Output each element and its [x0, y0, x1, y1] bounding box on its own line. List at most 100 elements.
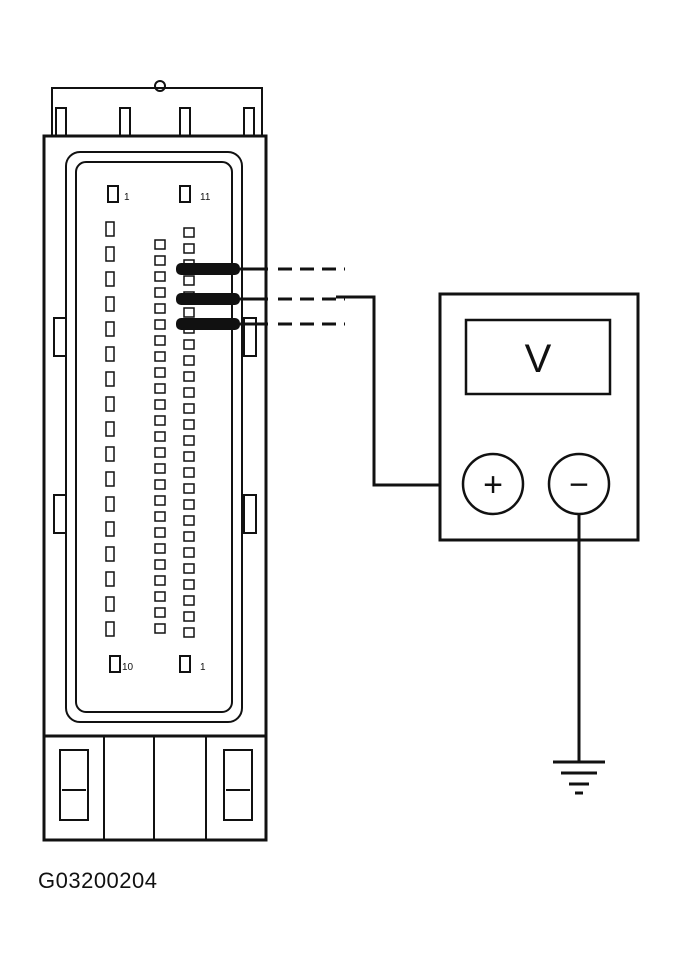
connector-pin: [154, 511, 166, 522]
connector-pin: [183, 227, 195, 238]
connector-pin: [183, 547, 195, 558]
connector-pin: [154, 543, 166, 554]
connector-pin: [183, 419, 195, 430]
connector-pin: [105, 621, 115, 637]
connector-pin: [183, 499, 195, 510]
bracket-tab: [55, 107, 67, 137]
connector-pin: [105, 471, 115, 487]
test-probe: [176, 263, 345, 275]
connector-pin: [105, 271, 115, 287]
connector-pin: [154, 479, 166, 490]
connector-pin: [154, 559, 166, 570]
connector-pin: [154, 383, 166, 394]
connector-pin: [154, 367, 166, 378]
connector-pin: [154, 399, 166, 410]
connector-end-pin: [107, 185, 119, 203]
pin-label-top-right: 11: [200, 192, 211, 203]
connector-pin: [183, 371, 195, 382]
connector-pin: [183, 387, 195, 398]
connector-pin: [183, 579, 195, 590]
voltmeter: V + −: [438, 292, 640, 542]
positive-terminal: [461, 452, 525, 516]
connector-pin: [183, 595, 195, 606]
test-probes: [176, 263, 345, 330]
connector-pin: [183, 515, 195, 526]
figure-code: G03200204: [38, 868, 158, 893]
connector-pin: [154, 495, 166, 506]
connector-pin: [183, 243, 195, 254]
bracket-tab: [179, 107, 191, 137]
side-clip: [53, 317, 67, 357]
connector-pin: [105, 371, 115, 387]
bracket-tab: [243, 107, 255, 137]
side-clip: [53, 494, 67, 534]
connector-pin: [105, 571, 115, 587]
connector-pin: [154, 447, 166, 458]
connector-pin: [183, 403, 195, 414]
connector-end-pin: [179, 185, 191, 203]
connector-pin: [154, 607, 166, 618]
connector-frame: [65, 151, 243, 723]
connector-pin: [183, 483, 195, 494]
connector-end-pin: [179, 655, 191, 673]
connector-pin: [183, 627, 195, 638]
harness-latch: [59, 749, 89, 821]
connector-pins: [105, 185, 195, 673]
connector-pin: [105, 521, 115, 537]
connector-pin: [154, 319, 166, 330]
connector-pin: [154, 255, 166, 266]
connector-pin-field: [75, 161, 233, 713]
connector-pin: [105, 346, 115, 362]
pin-label-bottom-left: 10: [122, 662, 134, 673]
connector-pin: [105, 546, 115, 562]
connector-pin: [183, 307, 195, 318]
connector-pin: [154, 287, 166, 298]
connector-pin: [105, 421, 115, 437]
connector-pin: [154, 463, 166, 474]
connector-pin: [183, 435, 195, 446]
connector-pin: [154, 415, 166, 426]
side-clip: [243, 494, 257, 534]
connector-pin: [105, 246, 115, 262]
connector-pin: [154, 527, 166, 538]
mounting-bracket: [51, 87, 263, 135]
connector-pin: [105, 446, 115, 462]
connector-end-pin: [109, 655, 121, 673]
ground-icon: [553, 760, 605, 795]
connector-pin: [183, 531, 195, 542]
connector-pin: [154, 351, 166, 362]
pin-label-bottom-right: 1: [200, 662, 206, 673]
bracket-screw-icon: [154, 80, 166, 92]
side-clip: [243, 317, 257, 357]
harness-latch: [223, 749, 253, 821]
bracket-tab: [119, 107, 131, 137]
voltmeter-unit-label: V: [525, 337, 552, 381]
connector-pin: [154, 575, 166, 586]
connector-pin: [183, 275, 195, 286]
connector-pin: [154, 591, 166, 602]
test-probe: [176, 293, 345, 305]
connector-pin: [105, 596, 115, 612]
connector-pin: [105, 221, 115, 237]
connector-pin: [183, 355, 195, 366]
positive-lead-wire: [336, 295, 465, 487]
connector-pin: [183, 339, 195, 350]
connector-pin: [154, 623, 166, 634]
connector-pin: [154, 271, 166, 282]
pin-label-top-left: 1: [124, 192, 130, 203]
connector-pin: [183, 611, 195, 622]
negative-terminal-symbol: −: [569, 466, 589, 504]
connector-pin: [154, 431, 166, 442]
positive-terminal-symbol: +: [483, 466, 503, 504]
connector-pin: [183, 563, 195, 574]
connector-pin: [105, 496, 115, 512]
connector-pin: [105, 296, 115, 312]
connector-pin: [154, 239, 166, 250]
ecu-connector: [42, 80, 268, 842]
connector-pin: [154, 335, 166, 346]
connector-pin: [105, 321, 115, 337]
connector-pin: [183, 467, 195, 478]
test-probe: [176, 318, 345, 330]
connector-pin: [183, 451, 195, 462]
